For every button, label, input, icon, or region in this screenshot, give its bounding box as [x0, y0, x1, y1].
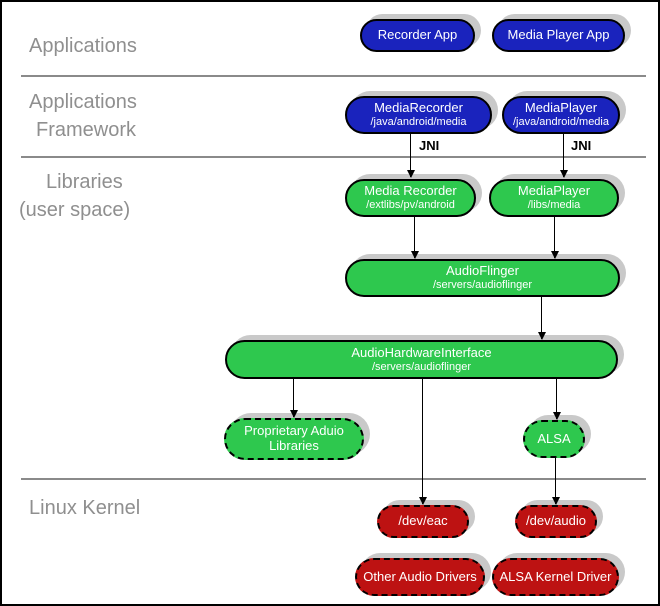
arrow-ahi-dev-eac	[418, 379, 427, 505]
node-title: ALSA Kernel Driver	[499, 568, 612, 584]
node-audioflinger: AudioFlinger /servers/audioflinger	[345, 259, 620, 297]
node-dev-eac: /dev/eac	[377, 505, 469, 538]
node-title: AudioFlinger	[446, 263, 519, 279]
arrow-audioflinger-ahi	[537, 297, 546, 340]
node-mediaplayer-library: MediaPlayer /libs/media	[489, 179, 619, 217]
node-title: Other Audio Drivers	[363, 568, 477, 584]
node-title: AudioHardwareInterface	[351, 344, 492, 360]
node-title: /dev/audio	[526, 513, 586, 529]
arrow-alsa-dev-audio	[551, 458, 560, 505]
divider-framework-libraries	[21, 156, 646, 158]
node-title: Media Player App	[507, 27, 610, 43]
node-subtitle: /libs/media	[527, 199, 581, 212]
jni-label-left: JNI	[419, 138, 440, 153]
divider-libraries-kernel	[21, 478, 646, 480]
node-title: /dev/eac	[398, 513, 448, 529]
node-other-audio-drivers: Other Audio Drivers	[355, 558, 485, 596]
node-alsa-kernel-driver: ALSA Kernel Driver	[492, 558, 619, 596]
node-mediaplayer-framework: MediaPlayer /java/android/media	[502, 96, 620, 134]
arrow-ahi-alsa	[552, 379, 561, 420]
node-proprietary-audio-libraries: Proprietary Aduio Libraries	[224, 418, 364, 460]
layer-label-framework-line2: Framework	[36, 119, 137, 141]
node-title: MediaPlayer	[524, 100, 598, 116]
layer-label-applications: Applications	[29, 35, 137, 57]
node-audiohardwareinterface: AudioHardwareInterface /servers/audiofli…	[225, 340, 618, 379]
node-media-player-app: Media Player App	[492, 19, 625, 52]
node-dev-audio: /dev/audio	[515, 505, 597, 538]
node-subtitle: /servers/audioflinger	[432, 279, 533, 292]
node-subtitle: /extlibs/pv/android	[366, 199, 455, 212]
node-media-recorder-library: Media Recorder /extlibs/pv/android	[345, 179, 476, 217]
node-alsa: ALSA	[523, 420, 585, 458]
node-title: Proprietary Aduio Libraries	[244, 423, 344, 453]
node-subtitle: /java/android/media	[370, 116, 467, 129]
divider-applications-framework	[21, 75, 646, 77]
arrow-mediarecorder-audioflinger	[410, 217, 419, 259]
node-title: Media Recorder	[364, 183, 457, 199]
node-mediarecorder-framework: MediaRecorder /java/android/media	[345, 96, 492, 134]
layer-label-linux-kernel: Linux Kernel	[29, 497, 141, 519]
arrow-mediaplayer-audioflinger	[550, 217, 559, 259]
arrow-mediaplayer-jni	[559, 133, 568, 178]
jni-label-right: JNI	[571, 138, 592, 153]
node-recorder-app: Recorder App	[360, 19, 475, 52]
arrow-mediarecorder-jni	[406, 133, 415, 178]
layer-label-libraries-line1: Libraries	[46, 171, 123, 193]
node-subtitle: /java/android/media	[512, 116, 609, 129]
layer-label-framework-line1: Applications	[29, 91, 137, 113]
node-subtitle: /servers/audioflinger	[371, 360, 472, 373]
layer-label-libraries-line2: (user space)	[19, 199, 131, 221]
node-title: ALSA	[537, 430, 571, 446]
node-title: Recorder App	[377, 27, 458, 43]
arrow-ahi-proprietary	[289, 379, 298, 418]
node-title: MediaPlayer	[517, 183, 591, 199]
node-title: MediaRecorder	[374, 100, 463, 116]
